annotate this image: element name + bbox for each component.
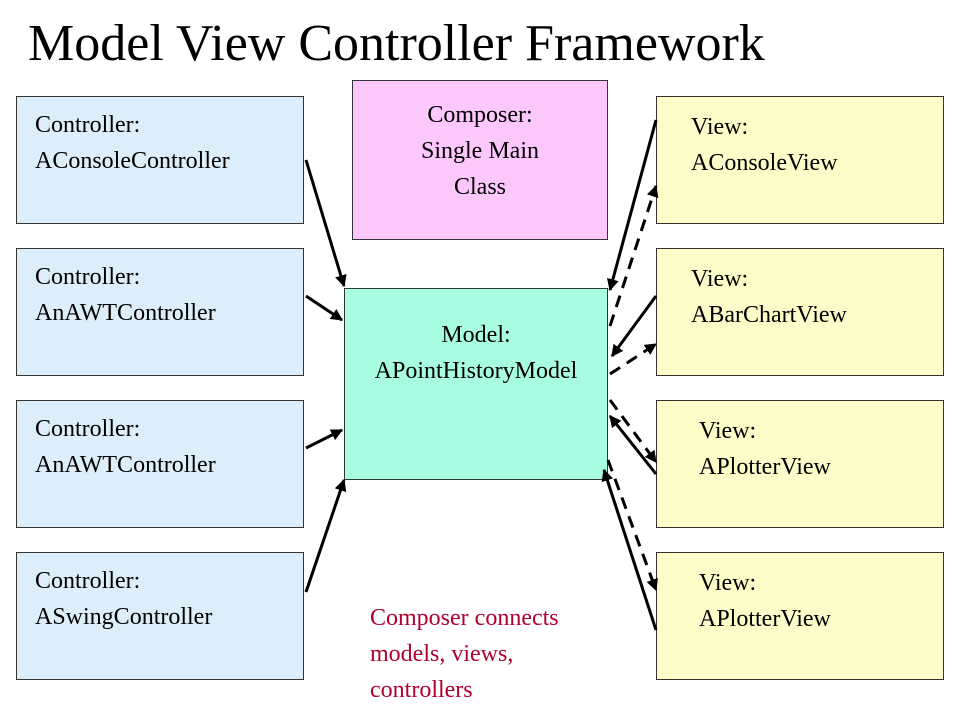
view-class-name: APlotterView bbox=[699, 606, 831, 632]
view-box-console: View: AConsoleView bbox=[656, 96, 944, 224]
controller-to-model-arrow bbox=[305, 428, 344, 450]
model-label: Model: bbox=[441, 322, 511, 348]
view-to-model-arrow bbox=[601, 468, 658, 631]
view-label: View: bbox=[691, 114, 749, 140]
view-to-model-arrow bbox=[608, 415, 658, 475]
view-box-plotter-1: View: APlotterView bbox=[656, 400, 944, 528]
controller-label: Controller: bbox=[35, 264, 141, 290]
view-box-plotter-2: View: APlotterView bbox=[656, 552, 944, 680]
view-to-model-arrow bbox=[610, 295, 658, 357]
controller-class-name: AnAWTController bbox=[35, 300, 216, 326]
view-to-model-arrow bbox=[607, 119, 658, 292]
controller-to-model-arrow bbox=[304, 159, 347, 288]
controller-label: Controller: bbox=[35, 568, 141, 594]
note-line: Composer connects bbox=[370, 605, 559, 631]
composer-description-2: Class bbox=[453, 174, 506, 200]
controller-box-awt-1: Controller: AnAWTController bbox=[16, 248, 304, 376]
controller-to-model-arrow bbox=[305, 294, 343, 322]
controller-class-name: ASwingController bbox=[35, 604, 213, 630]
controller-box-swing: Controller: ASwingController bbox=[16, 552, 304, 680]
view-box-bar-chart: View: ABarChartView bbox=[656, 248, 944, 376]
controller-to-model-arrow bbox=[304, 478, 347, 593]
model-to-view-dashed-arrow bbox=[608, 184, 659, 327]
page-title: Model View Controller Framework bbox=[28, 15, 765, 72]
view-label: View: bbox=[699, 570, 757, 596]
controller-box-console: Controller: AConsoleController bbox=[16, 96, 304, 224]
view-class-name: AConsoleView bbox=[691, 150, 838, 176]
note-line: models, views, bbox=[370, 641, 514, 667]
view-class-name: APlotterView bbox=[699, 454, 831, 480]
model-to-view-dashed-arrow bbox=[608, 399, 658, 463]
model-to-view-dashed-arrow bbox=[609, 342, 658, 376]
composer-note: Composer connects models, views, control… bbox=[370, 600, 640, 708]
view-class-name: ABarChartView bbox=[691, 302, 847, 328]
model-box: Model: APointHistoryModel bbox=[344, 288, 608, 480]
composer-label: Composer: bbox=[427, 102, 533, 128]
model-class-name: APointHistoryModel bbox=[374, 358, 578, 384]
controller-class-name: AConsoleController bbox=[35, 148, 230, 174]
model-to-view-dashed-arrow bbox=[606, 459, 658, 592]
note-line: controllers bbox=[370, 677, 473, 703]
controller-box-awt-2: Controller: AnAWTController bbox=[16, 400, 304, 528]
composer-description: Single Main bbox=[421, 138, 539, 164]
controller-label: Controller: bbox=[35, 112, 141, 138]
view-label: View: bbox=[699, 418, 757, 444]
controller-label: Controller: bbox=[35, 416, 141, 442]
view-label: View: bbox=[691, 266, 749, 292]
controller-class-name: AnAWTController bbox=[35, 452, 216, 478]
composer-box: Composer: Single Main Class bbox=[352, 80, 608, 240]
